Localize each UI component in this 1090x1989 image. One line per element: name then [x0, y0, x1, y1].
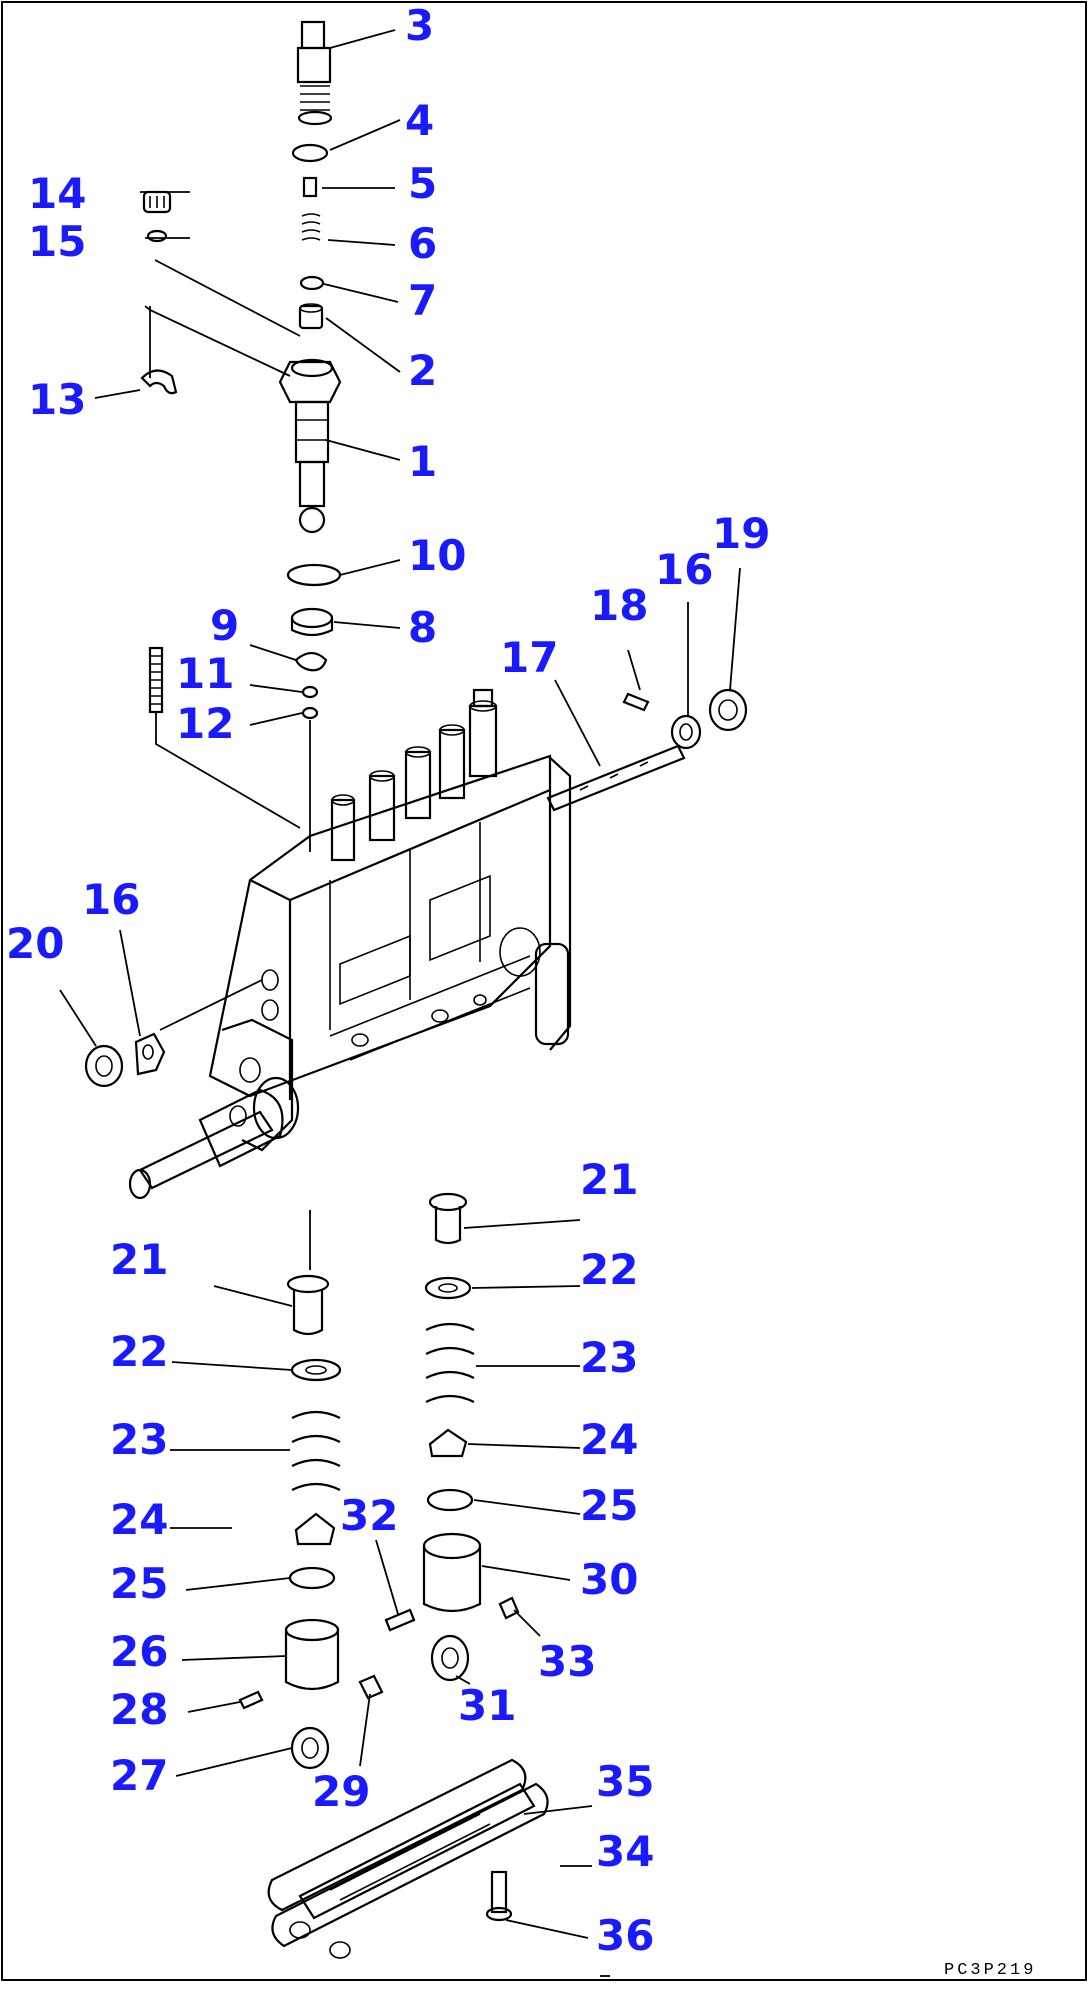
callout-9: 9 [210, 601, 239, 650]
callout-10: 10 [408, 531, 466, 580]
tappet-30 [422, 1532, 482, 1613]
callout-12: 12 [176, 699, 234, 748]
callout-16-left: 16 [82, 875, 140, 924]
bolt-36 [485, 1870, 513, 1922]
callout-32: 32 [340, 1491, 398, 1540]
callout-4: 4 [405, 96, 434, 145]
callout-22-left: 22 [110, 1327, 168, 1376]
delivery-valve-2 [298, 303, 324, 330]
callout-11: 11 [176, 649, 234, 698]
callout-14: 14 [28, 169, 86, 218]
shim-25-right [426, 1488, 474, 1512]
camshaft-end [128, 1076, 300, 1200]
part-12 [301, 706, 319, 720]
spring-seat-22-right [424, 1276, 472, 1300]
plunger-barrel-1 [278, 358, 342, 534]
callout-19: 19 [712, 509, 770, 558]
callout-16-rack: 16 [655, 545, 713, 594]
spring-seat-24-left [294, 1512, 336, 1546]
callout-7: 7 [408, 276, 437, 325]
callout-24-left: 24 [110, 1495, 168, 1544]
tappet-guide-21-right [428, 1192, 468, 1245]
part-11 [301, 685, 319, 699]
spring-23-left [291, 1410, 341, 1491]
roller-31 [430, 1634, 470, 1682]
callout-2: 2 [408, 346, 437, 395]
sleeve-8 [290, 607, 334, 637]
callout-21-right: 21 [580, 1155, 638, 1204]
callout-6: 6 [408, 219, 437, 268]
tappet-guide-21-left [286, 1274, 330, 1336]
callout-25-right: 25 [580, 1481, 638, 1530]
callout-13: 13 [28, 375, 86, 424]
callout-1: 1 [408, 437, 437, 486]
delivery-valve-holders [330, 688, 498, 862]
callout-28: 28 [110, 1685, 168, 1734]
pin-32 [384, 1608, 416, 1632]
callout-5: 5 [408, 159, 437, 208]
delivery-valve-holder [296, 20, 333, 126]
spring-seat-24-right [428, 1428, 468, 1458]
callout-29: 29 [312, 1767, 370, 1816]
spring-23-right [425, 1322, 475, 1403]
callout-15: 15 [28, 217, 86, 266]
pin-28 [238, 1690, 264, 1710]
callout-21-left: 21 [110, 1235, 168, 1284]
callout-18: 18 [590, 581, 648, 630]
pin-29 [358, 1674, 384, 1700]
tappet-26 [284, 1618, 340, 1691]
callout-26: 26 [110, 1627, 168, 1676]
callout-20: 20 [6, 919, 64, 968]
washer-15 [146, 229, 168, 243]
callout-8: 8 [408, 603, 437, 652]
clamp-13 [140, 369, 178, 395]
callout-34: 34 [596, 1827, 654, 1876]
leader-lines [59, 29, 741, 1977]
callout-27: 27 [110, 1751, 168, 1800]
callout-22-right: 22 [580, 1245, 638, 1294]
callout-30: 30 [580, 1555, 638, 1604]
callout-25-left: 25 [110, 1559, 168, 1608]
callout-24-right: 24 [580, 1415, 638, 1464]
o-ring-4 [291, 143, 329, 163]
callout-31: 31 [458, 1681, 516, 1730]
nut-19 [708, 688, 748, 732]
drawing-code: PC3P219 [944, 1961, 1036, 1980]
valve-spring-stopper-5 [302, 176, 318, 198]
gasket-7 [299, 275, 325, 291]
callout-23-right: 23 [580, 1333, 638, 1382]
plug-16-left [134, 1032, 166, 1076]
callout-labels: 3 4 5 6 7 2 14 15 13 1 10 8 9 11 12 19 1… [6, 1, 770, 1960]
callout-17: 17 [500, 633, 558, 682]
control-rack-17 [546, 744, 686, 812]
pin-33 [498, 1596, 520, 1620]
callout-23-left: 23 [110, 1415, 168, 1464]
plug-16 [670, 714, 702, 750]
callout-36: 36 [596, 1911, 654, 1960]
part-9 [295, 651, 328, 672]
callout-33: 33 [538, 1637, 596, 1686]
pump-housing [208, 754, 572, 1152]
nut-20 [84, 1044, 124, 1088]
valve-spring-6 [301, 213, 321, 241]
gasket-34 [271, 1782, 549, 1959]
pin-18 [622, 692, 650, 712]
callout-35: 35 [596, 1757, 654, 1806]
callout-3: 3 [405, 1, 434, 50]
